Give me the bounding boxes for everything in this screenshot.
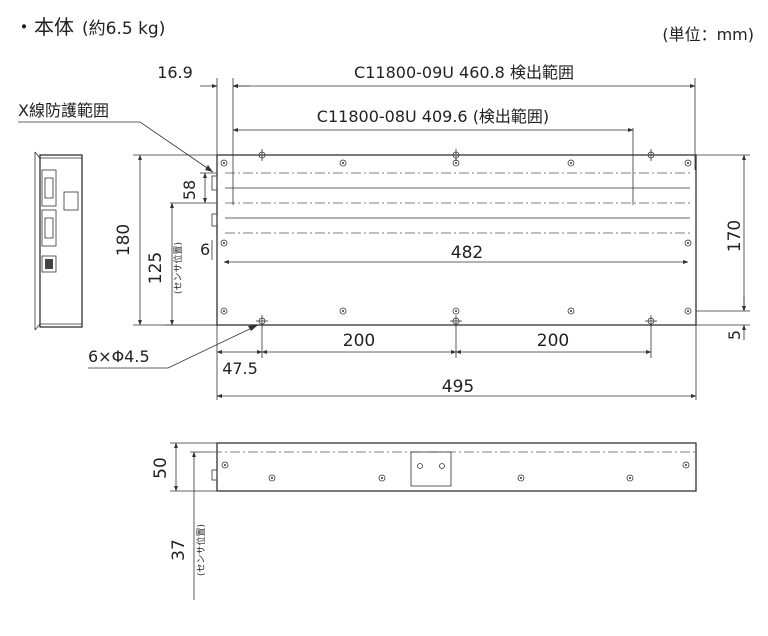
top-view — [211, 149, 697, 327]
side-view — [34, 151, 83, 331]
unit-label: (単位：mm) — [662, 25, 754, 44]
front-view — [211, 442, 697, 492]
dim-495: 495 — [442, 377, 474, 397]
top-dimensions: 16.9 C11800-09U 460.8 検出範囲 C11800-08U 40… — [18, 63, 696, 205]
dim-37: 37 — [169, 539, 189, 561]
switch — [41, 255, 57, 273]
dim-200a: 200 — [343, 331, 375, 351]
dim-200b: 200 — [537, 331, 569, 351]
connector-1 — [41, 169, 57, 207]
sensor-pos-top: (センサ位置) — [172, 242, 184, 294]
front-dimensions: 50 37 (センサ位置) — [151, 442, 217, 600]
dim-482-group: 482 — [223, 243, 689, 264]
dim-125: 125 — [146, 252, 166, 284]
bottom-dimensions: 6×Φ4.5 200 200 47.5 495 — [88, 324, 697, 400]
dim-482: 482 — [451, 243, 483, 263]
sensor-pos-front: (センサ位置) — [195, 524, 207, 576]
right-dimensions: 170 5 — [696, 154, 750, 340]
dim-09u: C11800-09U 460.8 検出範囲 — [354, 63, 574, 82]
xray-label: X線防護範囲 — [18, 101, 109, 120]
connector-2 — [41, 209, 57, 247]
front-connector — [410, 451, 452, 487]
dim-47-5: 47.5 — [222, 359, 258, 378]
dim-50: 50 — [151, 457, 171, 479]
front-body-outline — [216, 442, 697, 492]
main-body-outline — [216, 154, 697, 326]
weight-label: (約6.5 kg) — [82, 19, 165, 39]
dim-6: 6 — [200, 240, 210, 259]
title: ・本体 — [14, 15, 74, 39]
holes-label: 6×Φ4.5 — [88, 347, 150, 366]
connector-3 — [63, 191, 79, 211]
left-dimensions: 180 125 (センサ位置) 58 6 — [114, 154, 217, 326]
dim-58: 58 — [180, 180, 199, 200]
dim-5: 5 — [725, 330, 744, 340]
dim-offset: 16.9 — [157, 63, 193, 82]
dim-180: 180 — [114, 224, 134, 256]
dim-170: 170 — [725, 220, 745, 252]
dim-08u: C11800-08U 409.6 (検出範囲) — [317, 107, 549, 126]
